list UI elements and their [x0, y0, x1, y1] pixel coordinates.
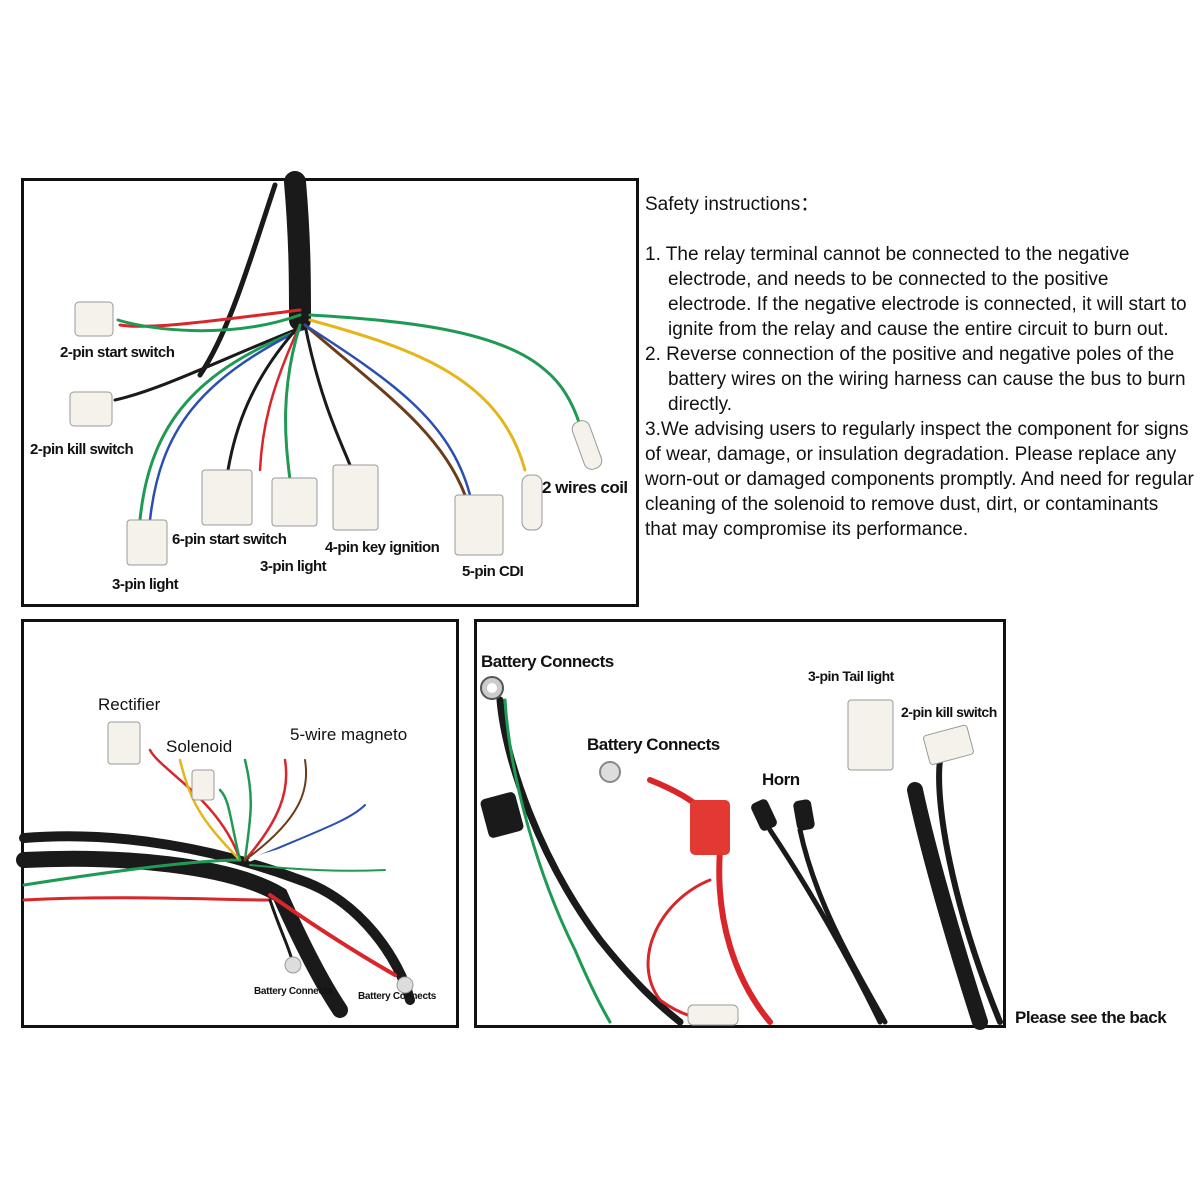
horn-terminal-a — [751, 799, 777, 831]
main-harness-panel — [21, 178, 639, 607]
label-3-pin-light-b: 3-pin light — [260, 558, 327, 575]
fuse-holder — [687, 1004, 739, 1026]
light-a-connector — [126, 519, 168, 566]
label-5-wire-magneto: 5-wire magneto — [290, 725, 408, 744]
coil-connector — [521, 474, 543, 531]
red-boot — [690, 800, 730, 855]
label-2-pin-kill-switch: 2-pin kill switch — [30, 441, 134, 458]
label-battery-connects-d: Battery Connects — [587, 735, 720, 754]
tail-light-connector — [847, 699, 894, 771]
label-rectifier: Rectifier — [98, 695, 161, 714]
label-3-pin-tail-light: 3-pin Tail light — [808, 668, 894, 684]
coil-connector-2 — [571, 420, 603, 470]
safety-instructions: Safety instructions： 1. The relay termin… — [645, 192, 1195, 542]
label-solenoid: Solenoid — [166, 737, 233, 756]
battery-ring-b — [396, 976, 414, 994]
battery-ring-a — [284, 956, 302, 974]
label-3-pin-light-a: 3-pin light — [112, 576, 179, 593]
safety-title: Safety instructions： — [645, 194, 820, 215]
label-battery-connects-a: Battery Connects — [254, 986, 332, 997]
ring-terminal-b — [599, 761, 621, 783]
cdi-connector — [454, 494, 504, 556]
safety-item-2: 2. Reverse connection of the positive an… — [645, 344, 1186, 415]
label-4-pin-key-ignition: 4-pin key ignition — [325, 539, 440, 556]
rectifier-connector — [107, 721, 141, 765]
magneto-panel — [21, 619, 459, 1028]
safety-item-3: 3.We advising users to regularly inspect… — [645, 419, 1194, 540]
label-2-wires-coil: 2 wires coil — [542, 478, 628, 497]
label-battery-connects-b: Battery Connects — [358, 991, 436, 1002]
label-5-pin-cdi: 5-pin CDI — [462, 563, 524, 580]
start-switch-connector — [74, 301, 114, 337]
six-pin-connector — [201, 469, 253, 526]
label-6-pin-start-switch: 6-pin start switch — [172, 531, 287, 548]
label-battery-connects-c: Battery Connects — [481, 652, 614, 671]
main-harness-wires — [113, 171, 592, 522]
safety-item-1: 1. The relay terminal cannot be connecte… — [645, 244, 1187, 340]
kill-switch-connector — [69, 391, 113, 427]
label-2-pin-start-switch: 2-pin start switch — [60, 344, 175, 361]
kill-switch-connector-b — [923, 724, 974, 766]
battery-harness-wires — [496, 696, 1003, 1030]
label-2-pin-kill-switch-b: 2-pin kill switch — [901, 704, 997, 720]
horn-terminal-b — [793, 799, 815, 831]
light-b-connector — [271, 477, 318, 527]
main-connectors — [69, 301, 603, 566]
magneto-harness-wires — [16, 748, 415, 1018]
key-ignition-connector — [332, 464, 379, 531]
solenoid-connector — [191, 769, 215, 801]
footer-note: Please see the back — [1015, 1008, 1167, 1027]
label-horn: Horn — [762, 770, 800, 789]
black-boot — [480, 792, 524, 838]
